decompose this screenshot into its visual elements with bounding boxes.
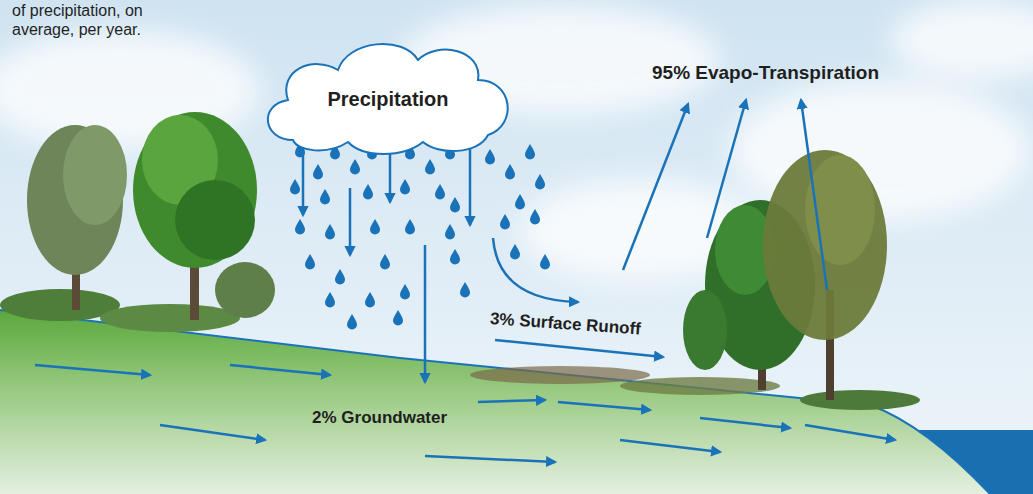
flow-percentage-label: 3% Surface Runoff [489,309,641,340]
ground-surface-line [0,310,990,494]
right-trees [683,150,887,400]
ground [0,310,990,494]
cloud-outline [268,44,508,154]
raindrops [290,142,550,330]
flow-arrows [35,100,895,462]
intro-note: of precipitation, on average, per year. [12,1,192,39]
precipitation-cloud: Precipitation [253,30,523,160]
cloud-text-holder: Precipitation [327,88,448,111]
left-trees [27,112,275,320]
cloud-label: Precipitation [327,88,448,111]
flow-percentage-label: 2% Groundwater [312,408,447,428]
flow-percentage-label: 95% Evapo-Transpiration [652,62,879,85]
